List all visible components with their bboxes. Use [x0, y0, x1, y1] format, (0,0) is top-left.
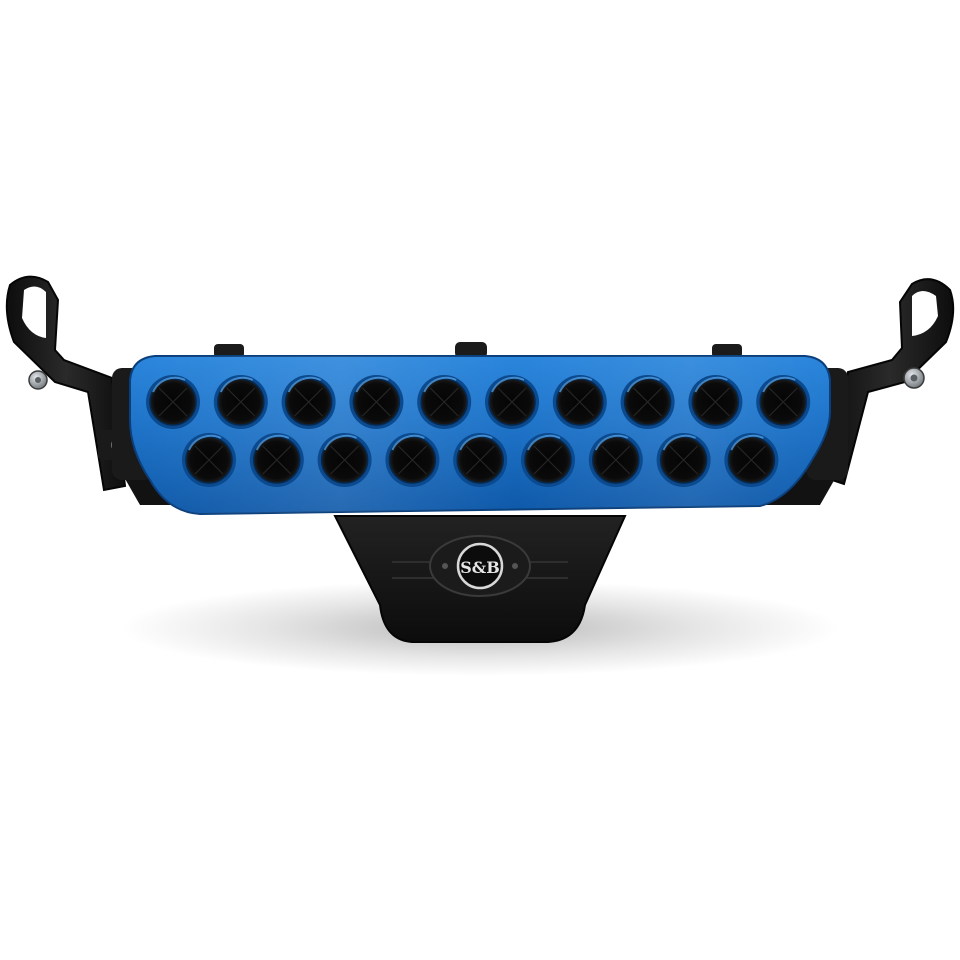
vent-hole	[521, 433, 575, 487]
vent-hole	[620, 375, 675, 429]
vent-hole	[552, 375, 607, 429]
lower-housing: S&B	[333, 515, 627, 643]
logo-text: S&B	[460, 558, 500, 577]
vent-hole	[146, 375, 200, 429]
vent-hole	[724, 433, 779, 487]
vent-hole	[688, 375, 743, 429]
vent-holes	[146, 375, 811, 487]
vent-panel	[129, 355, 831, 516]
vent-hole	[317, 433, 372, 487]
vent-hole	[756, 375, 811, 429]
vent-hole	[656, 433, 711, 487]
vent-hole	[249, 433, 304, 487]
vent-hole	[182, 433, 236, 487]
sb-logo-icon	[456, 542, 504, 590]
vent-hole	[281, 375, 336, 429]
vent-hole	[349, 375, 404, 429]
vent-hole	[385, 433, 440, 487]
vent-hole	[417, 375, 472, 429]
vent-hole	[453, 433, 508, 487]
vent-hole	[485, 375, 539, 429]
vent-hole	[213, 375, 268, 429]
vent-hole	[588, 433, 643, 487]
